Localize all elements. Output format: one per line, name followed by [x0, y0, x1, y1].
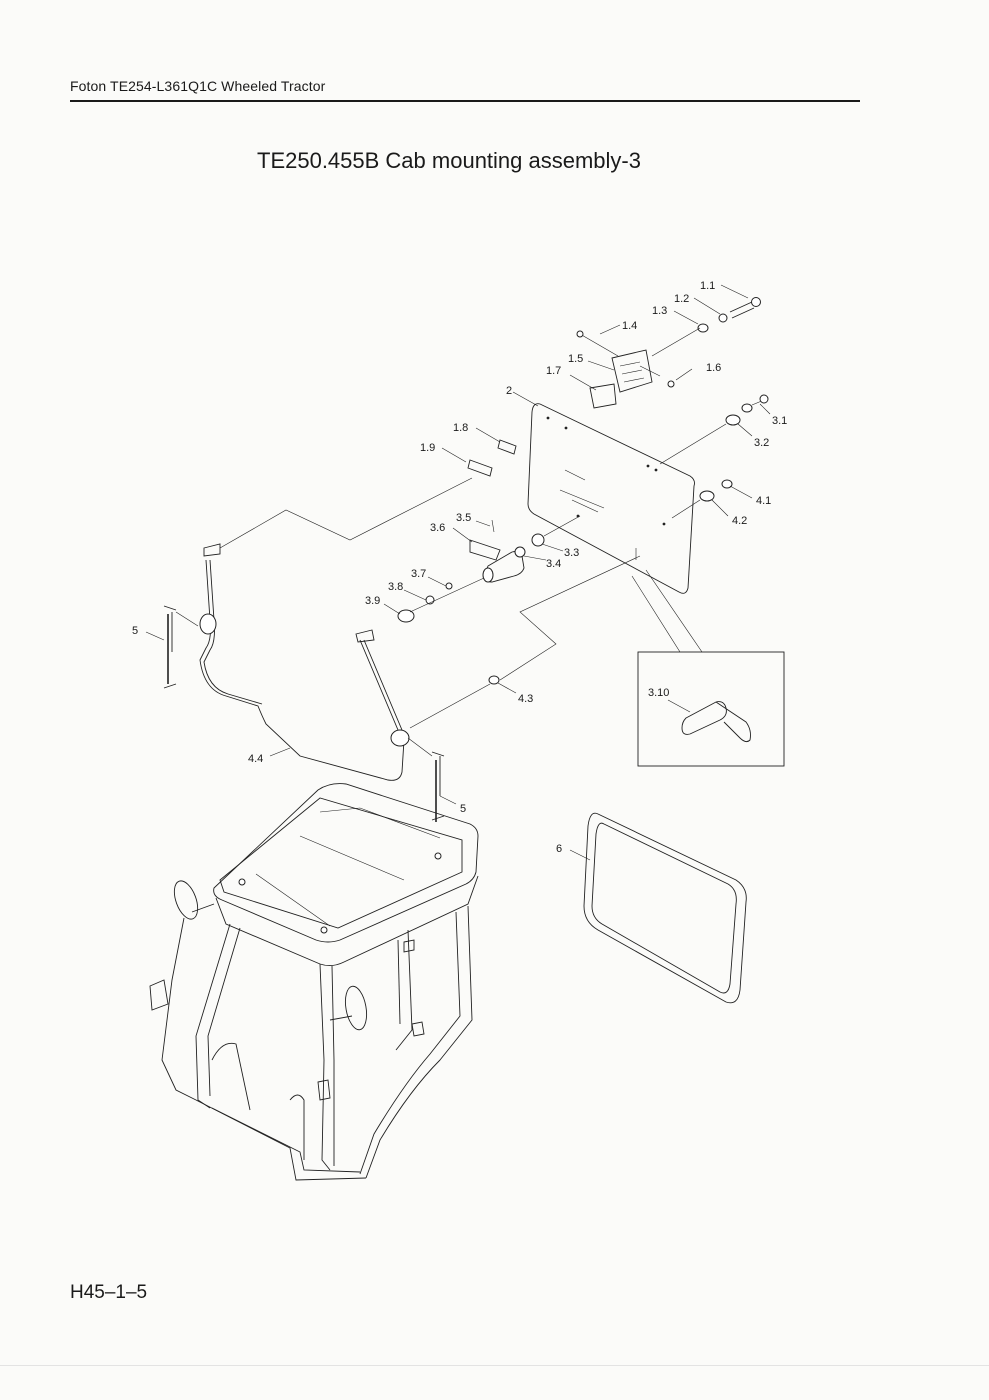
callout-1-1: 1.1 — [700, 280, 715, 292]
callout-1-9: 1.9 — [420, 442, 435, 454]
fasteners-right — [659, 394, 769, 519]
window-seal — [583, 812, 747, 1004]
callout-3-4: 3.4 — [546, 558, 561, 570]
callout-3-3: 3.3 — [564, 547, 579, 559]
rear-window-glass — [527, 403, 695, 594]
callout-1-7: 1.7 — [546, 365, 561, 377]
callout-1-8: 1.8 — [453, 422, 468, 434]
detail-box — [631, 569, 785, 767]
leader-lines — [145, 284, 771, 861]
callout-4-4: 4.4 — [248, 753, 263, 765]
callout-1-2: 1.2 — [674, 293, 689, 305]
callout-6: 6 — [556, 843, 562, 855]
callout-2: 2 — [506, 385, 512, 397]
callout-3-8: 3.8 — [388, 581, 403, 593]
callout-5-left: 5 — [132, 625, 138, 637]
callout-1-4: 1.4 — [622, 320, 637, 332]
callout-3-2: 3.2 — [754, 437, 769, 449]
callout-labels: 1.1 1.2 1.3 1.4 1.5 1.6 1.7 1.8 1.9 2 3.… — [132, 280, 787, 855]
callout-3-5: 3.5 — [456, 512, 471, 524]
callout-4-2: 4.2 — [732, 515, 747, 527]
callout-1-3: 1.3 — [652, 305, 667, 317]
cab-body — [149, 783, 479, 1181]
callout-3-9: 3.9 — [365, 595, 380, 607]
callout-3-7: 3.7 — [411, 568, 426, 580]
header-rule — [70, 100, 860, 102]
callout-1-6: 1.6 — [706, 362, 721, 374]
hinge-group — [467, 297, 761, 477]
callout-3-10: 3.10 — [648, 687, 669, 699]
page-number: H45–1–5 — [70, 1282, 148, 1303]
callout-5-right: 5 — [460, 803, 466, 815]
bottom-rule — [0, 1365, 989, 1366]
callout-4-1: 4.1 — [756, 495, 771, 507]
callout-3-1: 3.1 — [772, 415, 787, 427]
latch-assembly — [397, 515, 581, 623]
callout-1-5: 1.5 — [568, 353, 583, 365]
callout-4-3: 4.3 — [518, 693, 533, 705]
linkage-rod — [175, 477, 641, 781]
page-title: TE250.455B Cab mounting assembly-3 — [257, 148, 641, 173]
gas-struts — [163, 605, 445, 822]
page-header: Foton TE254-L361Q1C Wheeled Tractor — [70, 78, 326, 94]
callout-3-6: 3.6 — [430, 522, 445, 534]
